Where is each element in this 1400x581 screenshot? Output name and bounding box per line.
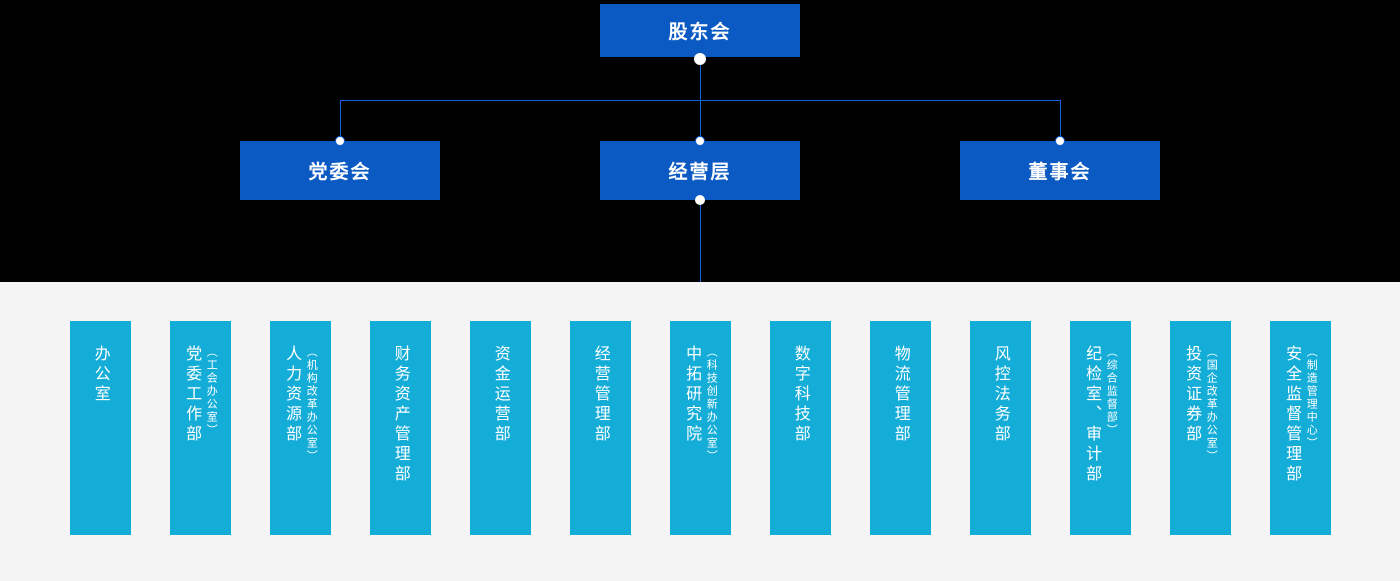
org-node-board: 董事会: [960, 141, 1160, 200]
dept-box: 资金运营部: [470, 321, 531, 535]
dept-label: 物流管理部: [891, 345, 911, 445]
connector-line-management-down: [700, 200, 701, 282]
dept-box: 办公室: [70, 321, 131, 535]
connector-dot-board-top: [1055, 136, 1065, 146]
dept-label: 财务资产管理部: [391, 345, 411, 485]
dept-box: 风控法务部: [970, 321, 1031, 535]
dept-box: 纪检室、审计部 （综合监督部）: [1070, 321, 1131, 535]
connector-line-drop-party: [340, 100, 341, 141]
dept-sublabel: （工会办公室）: [205, 346, 219, 437]
org-node-management-label: 经营层: [668, 161, 732, 183]
dept-label: 人力资源部: [283, 345, 303, 445]
connector-dot-management-top: [695, 136, 705, 146]
org-node-party-committee-label: 党委会: [308, 161, 372, 183]
dept-label: 中拓研究院: [683, 345, 703, 445]
dept-label: 资金运营部: [491, 345, 511, 445]
dept-sublabel: （制造管理中心）: [1305, 346, 1319, 450]
dept-label: 数字科技部: [791, 345, 811, 445]
dept-box: 党委工作部 （工会办公室）: [170, 321, 231, 535]
dept-label: 安全监督管理部: [1283, 345, 1303, 485]
dept-label: 办公室: [91, 345, 111, 405]
dept-box: 投资证券部 （国企改革办公室）: [1170, 321, 1231, 535]
dept-sublabel: （机构改革办公室）: [305, 346, 319, 463]
org-node-shareholders: 股东会: [600, 4, 800, 57]
dept-box: 物流管理部: [870, 321, 931, 535]
connector-line-drop-board: [1060, 100, 1061, 141]
dept-label: 纪检室、审计部: [1083, 345, 1103, 485]
org-node-shareholders-label: 股东会: [668, 21, 732, 43]
org-node-management: 经营层: [600, 141, 800, 200]
dept-label: 党委工作部: [183, 345, 203, 445]
dept-label: 风控法务部: [991, 345, 1011, 445]
dept-label: 投资证券部: [1183, 345, 1203, 445]
dept-label: 经营管理部: [591, 345, 611, 445]
dept-box: 经营管理部: [570, 321, 631, 535]
dept-box: 中拓研究院 （科技创新办公室）: [670, 321, 731, 535]
dept-sublabel: （国企改革办公室）: [1205, 346, 1219, 463]
connector-dot-management-bottom: [695, 195, 705, 205]
dept-box: 安全监督管理部 （制造管理中心）: [1270, 321, 1331, 535]
connector-line-root-down: [700, 57, 701, 100]
dept-box: 财务资产管理部: [370, 321, 431, 535]
connector-dot-root-bottom: [694, 53, 706, 65]
dept-sublabel: （综合监督部）: [1105, 346, 1119, 437]
org-node-board-label: 董事会: [1028, 161, 1092, 183]
org-node-party-committee: 党委会: [240, 141, 440, 200]
dept-sublabel: （科技创新办公室）: [705, 346, 719, 463]
dept-box: 人力资源部 （机构改革办公室）: [270, 321, 331, 535]
dept-box: 数字科技部: [770, 321, 831, 535]
connector-line-drop-management: [700, 100, 701, 141]
connector-dot-party-top: [335, 136, 345, 146]
